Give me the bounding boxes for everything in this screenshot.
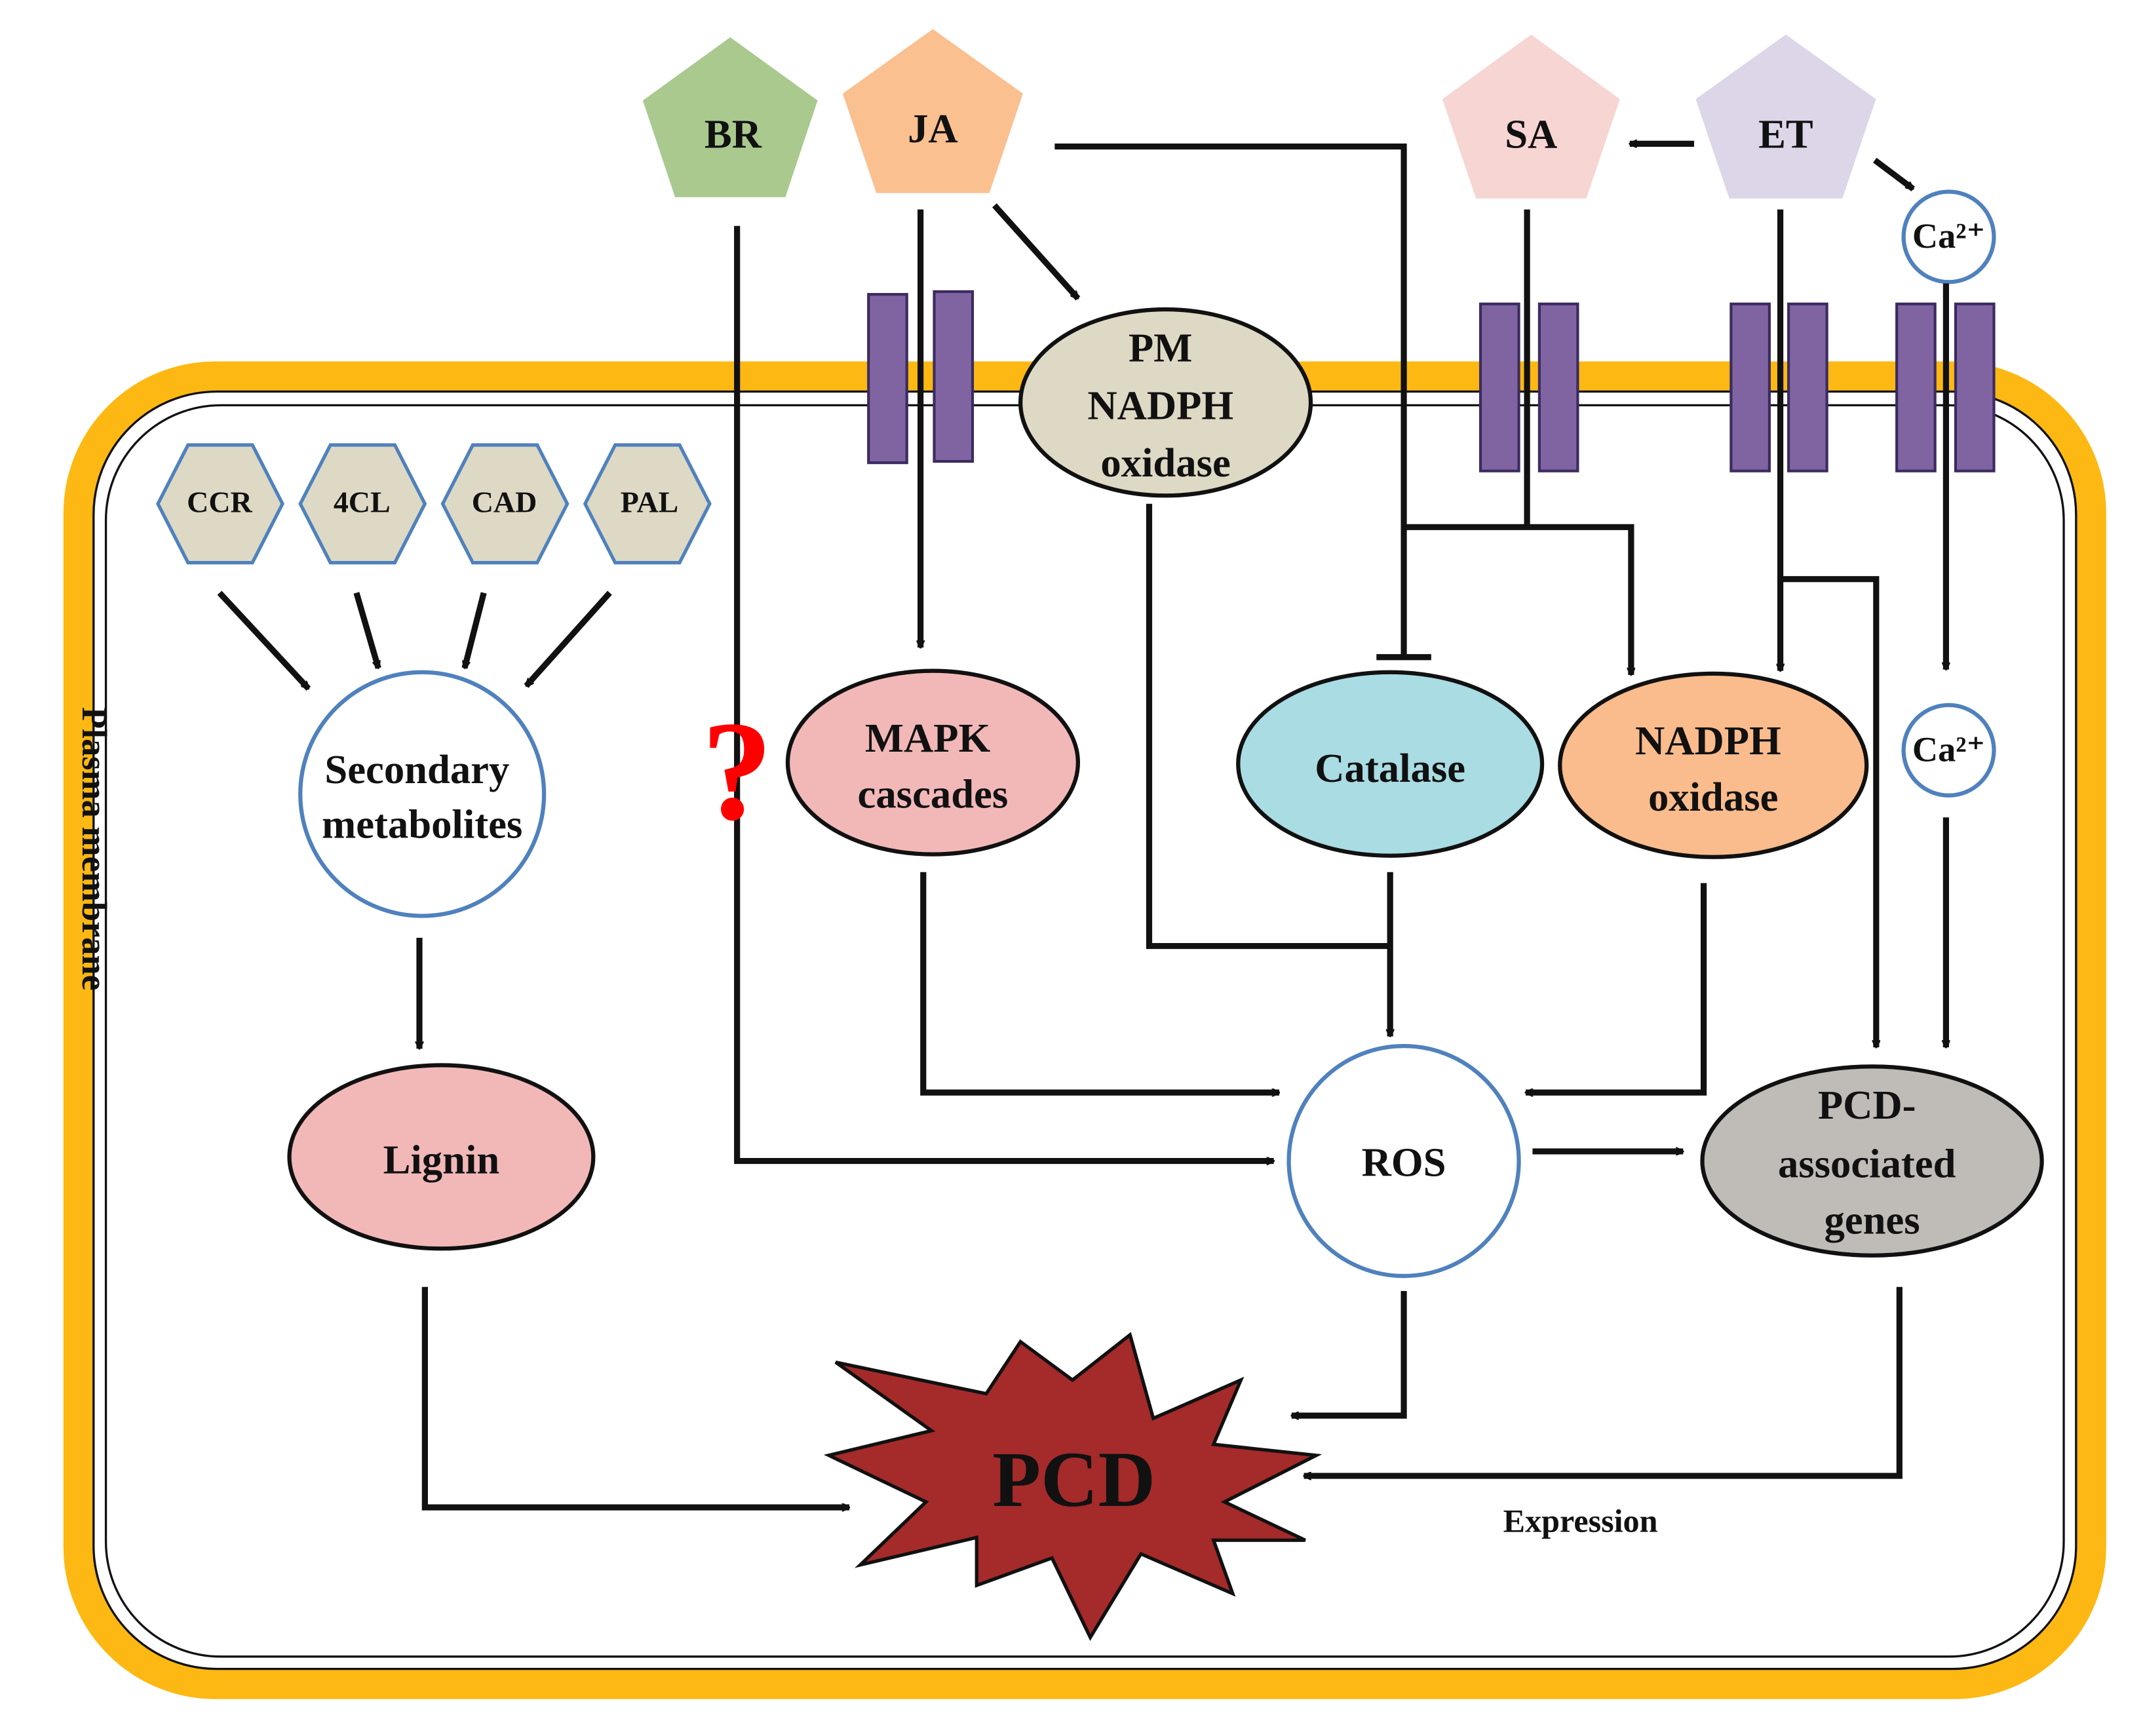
secondary-metabolites-line-1: Secondary (324, 746, 509, 792)
pm-nadph-oxidase-line-2: NADPH (1087, 382, 1233, 428)
catalase-node: Catalase (1236, 670, 1545, 858)
calcium-inner-label: Ca²⁺ (1912, 729, 1985, 769)
channel-sa-2 (1537, 302, 1579, 473)
pcd-associated-genes-label: PCD- associated genes (1778, 1082, 1966, 1243)
plasma-membrane-label: Plasma membrane (75, 707, 114, 991)
pcd-node: PCD (823, 1332, 1323, 1642)
ros-node: ROS (1286, 1043, 1521, 1279)
arrow-et-calcium (1872, 157, 1913, 191)
nadph-oxidase-node: NADPH oxidase (1558, 671, 1869, 859)
pcd-genes-line-1: PCD- (1818, 1082, 1916, 1128)
arrow-mapk-ros (920, 872, 1279, 1092)
channel-ca-2 (1954, 302, 1996, 473)
pm-nadph-oxidase-label: PM NADPH oxidase (1087, 325, 1243, 486)
nadph-line-2: oxidase (1648, 774, 1778, 820)
arrow-cad-secondary (461, 592, 487, 668)
channel-ca-1 (1895, 302, 1937, 473)
inhibit-ja-catalase (1054, 143, 1407, 657)
nadph-shape (1558, 671, 1869, 859)
hormone-ja: JA (839, 26, 1026, 196)
hormone-sa: SA (1439, 31, 1623, 202)
arrow-ja-pm-nadph (992, 203, 1081, 301)
membrane-channels (867, 290, 1996, 473)
mapk-line-1: MAPK (865, 715, 991, 761)
pm-nadph-oxidase-node: PM NADPH oxidase (1018, 307, 1313, 498)
arrow-nadph-ros (1526, 883, 1707, 1092)
pm-nadph-oxidase-line-1: PM (1129, 325, 1192, 371)
hormone-ja-label: JA (908, 106, 958, 151)
ros-label: ROS (1362, 1140, 1446, 1186)
expression-label: Expression (1503, 1503, 1658, 1539)
nadph-oxidase-label: NADPH oxidase (1635, 718, 1791, 820)
secondary-metabolites-node: Secondary metabolites (298, 670, 547, 918)
arrow-pal-secondary (524, 590, 612, 688)
catalase-shape (1236, 670, 1545, 858)
pcd-label: PCD (992, 1436, 1155, 1524)
pm-nadph-oxidase-line-3: oxidase (1100, 440, 1230, 486)
mapk-shape (785, 668, 1080, 857)
catalase-label: Catalase (1315, 745, 1465, 791)
channel-et-2 (1787, 302, 1828, 473)
arrow-4cl-secondary (353, 592, 381, 668)
arrow-ccr-secondary (217, 590, 311, 691)
pcd-genes-line-3: genes (1824, 1197, 1920, 1243)
arrow-pcd-genes-pcd (1304, 1286, 1903, 1476)
arrow-br-ros (734, 225, 1274, 1161)
mapk-line-2: cascades (858, 771, 1009, 817)
channel-ja-1 (867, 293, 908, 465)
hormone-br-label: BR (705, 111, 762, 157)
mapk-cascades-node: MAPK cascades (785, 668, 1080, 857)
arrow-sa-nadph (1404, 524, 1631, 675)
channel-sa-1 (1478, 302, 1520, 473)
question-mark: ? (701, 691, 773, 849)
channel-ja-2 (933, 290, 975, 463)
pcd-genes-line-2: associated (1778, 1141, 1956, 1187)
hormone-et: ET (1692, 31, 1880, 202)
lignin-label: Lignin (383, 1136, 500, 1182)
hormone-et-label: ET (1758, 111, 1813, 157)
enzyme-4cl-label: 4CL (334, 485, 391, 518)
nadph-line-1: NADPH (1635, 718, 1781, 763)
arrow-lignin-pcd (421, 1286, 849, 1507)
lignin-node: Lignin (287, 1063, 596, 1251)
connectors (217, 143, 1946, 1507)
mapk-cascades-label: MAPK cascades (858, 715, 1009, 817)
arrow-ros-pcd (1292, 1291, 1407, 1416)
hormone-sa-label: SA (1505, 111, 1557, 157)
pcd-burst-shape (823, 1332, 1323, 1642)
hormone-br: BR (639, 33, 821, 201)
enzyme-cad: CAD (440, 443, 570, 565)
lignin-shape (287, 1063, 596, 1251)
enzyme-pal: PAL (583, 443, 712, 565)
enzyme-ccr-label: CCR (187, 485, 252, 518)
calcium-outer: Ca²⁺ (1901, 189, 1996, 284)
enzyme-cad-label: CAD (472, 485, 537, 518)
enzyme-4cl: 4CL (298, 443, 427, 565)
line-pm-nadph-ros (1146, 503, 1391, 950)
pcd-associated-genes-node: PCD- associated genes (1700, 1064, 2044, 1258)
calcium-inner: Ca²⁺ (1901, 703, 1996, 798)
secondary-metabolites-line-2: metabolites (322, 801, 522, 847)
enzyme-pal-label: PAL (621, 485, 679, 518)
calcium-outer-label: Ca²⁺ (1912, 216, 1985, 256)
arrow-et-pcd-genes (1780, 576, 1876, 1047)
channel-et-1 (1730, 302, 1771, 473)
pcd-genes-shape (1700, 1064, 2044, 1258)
enzyme-ccr: CCR (156, 443, 285, 565)
secondary-metabolites-label: Secondary metabolites (322, 746, 522, 847)
